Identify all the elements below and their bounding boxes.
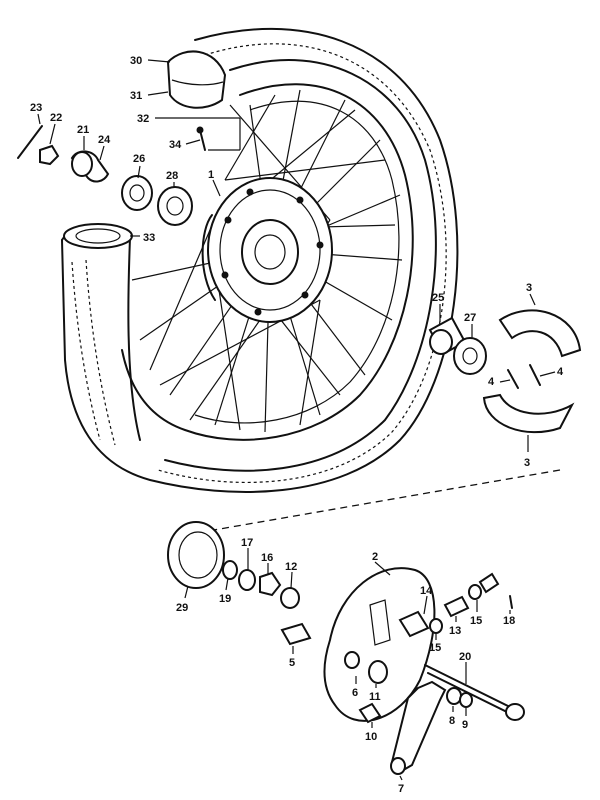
dust-seal xyxy=(167,521,225,589)
callout-24: 24 xyxy=(98,134,111,146)
leader-lines xyxy=(37,59,556,781)
callout-6: 6 xyxy=(352,687,358,699)
callout-32: 32 xyxy=(137,113,149,125)
wheel-assembly xyxy=(61,27,459,493)
axle-20 xyxy=(424,664,513,709)
assembly-axis xyxy=(184,469,561,536)
brake-panel xyxy=(323,567,436,722)
callout-4-right: 4 xyxy=(557,366,564,378)
callout-labels: 30 31 32 34 23 22 21 24 26 28 1 33 25 27… xyxy=(30,55,564,795)
rim-tape xyxy=(166,50,227,109)
lock-washer xyxy=(259,571,282,597)
callout-13: 13 xyxy=(449,625,461,637)
callout-16: 16 xyxy=(261,552,273,564)
callout-3-top: 3 xyxy=(526,282,532,294)
callout-1: 1 xyxy=(208,169,214,181)
callout-14: 14 xyxy=(420,585,433,597)
callout-15-left: 15 xyxy=(429,642,441,654)
collar xyxy=(280,587,300,609)
hub xyxy=(201,177,333,323)
callout-27: 27 xyxy=(464,312,476,324)
callout-34: 34 xyxy=(169,139,182,151)
brake-shoes xyxy=(482,309,582,434)
callout-7: 7 xyxy=(398,783,404,795)
callout-28: 28 xyxy=(166,170,178,182)
bearing-28 xyxy=(157,186,193,226)
callout-33: 33 xyxy=(143,232,155,244)
callout-4-left: 4 xyxy=(488,376,495,388)
valve-stem xyxy=(196,126,206,151)
axle-bolt xyxy=(17,125,43,159)
callout-11: 11 xyxy=(369,691,381,703)
axle-left-parts xyxy=(17,125,193,226)
callout-8: 8 xyxy=(449,715,455,727)
callout-23: 23 xyxy=(30,102,42,114)
cam xyxy=(398,610,430,638)
cable-adjuster xyxy=(443,595,470,618)
bearing-27 xyxy=(453,337,487,375)
axle-right-parts xyxy=(428,316,487,375)
bearing-26 xyxy=(121,175,153,211)
callout-31: 31 xyxy=(130,90,142,102)
callout-9: 9 xyxy=(462,719,468,731)
callout-10: 10 xyxy=(365,731,377,743)
callout-15-right: 15 xyxy=(470,615,482,627)
tire xyxy=(61,27,459,493)
callout-25: 25 xyxy=(432,292,444,304)
callout-17: 17 xyxy=(241,537,253,549)
nut xyxy=(39,144,60,166)
brake-arm xyxy=(390,680,447,774)
callout-18: 18 xyxy=(503,615,515,627)
callout-22: 22 xyxy=(50,112,62,124)
callout-29: 29 xyxy=(176,602,188,614)
brake-plate-assembly xyxy=(167,521,525,775)
callout-20: 20 xyxy=(459,651,471,663)
callout-3-bottom: 3 xyxy=(524,457,530,469)
callout-30: 30 xyxy=(130,55,142,67)
callout-19: 19 xyxy=(219,593,231,605)
callout-12: 12 xyxy=(285,561,297,573)
callout-26: 26 xyxy=(133,153,145,165)
callout-2: 2 xyxy=(372,551,378,563)
callout-5: 5 xyxy=(289,657,295,669)
rim xyxy=(121,83,414,441)
callout-21: 21 xyxy=(77,124,89,136)
